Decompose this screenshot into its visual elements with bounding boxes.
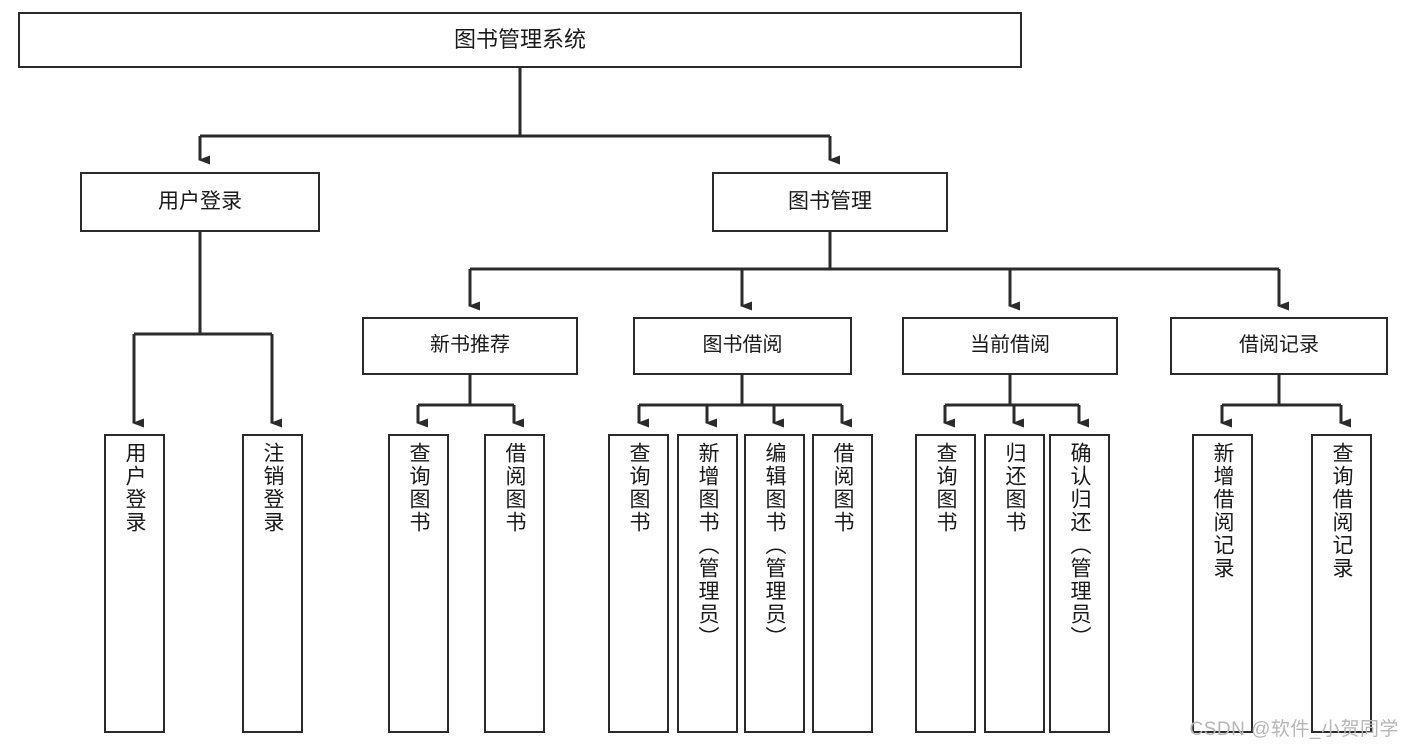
node-borrow-record[interactable]: 借阅记录 [1170, 317, 1388, 375]
leaf-borrow-book-recommend[interactable]: 借阅图书 [484, 434, 545, 733]
node-root-system[interactable]: 图书管理系统 [18, 12, 1022, 68]
node-book-borrow[interactable]: 图书借阅 [633, 317, 852, 375]
leaf-query-borrow-record[interactable]: 查询借阅记录 [1311, 434, 1372, 733]
leaf-user-logout[interactable]: 注销登录 [242, 434, 303, 733]
node-label: 查询图书 [627, 442, 650, 534]
node-label: 新增借阅记录 [1211, 442, 1234, 580]
node-label: 用户登录 [123, 442, 146, 534]
node-label: 新书推荐 [430, 334, 510, 357]
leaf-borrow-book[interactable]: 借阅图书 [812, 434, 873, 733]
node-label: 确认归还（管理员） [1068, 442, 1091, 649]
node-label: 编辑图书（管理员） [763, 442, 786, 649]
node-label: 归还图书 [1003, 442, 1026, 534]
node-user-login[interactable]: 用户登录 [80, 172, 320, 232]
node-label: 借阅记录 [1239, 334, 1319, 357]
node-label: 图书管理系统 [453, 27, 586, 53]
node-label: 注销登录 [261, 442, 284, 534]
leaf-return-book[interactable]: 归还图书 [984, 434, 1045, 733]
node-label: 当前借阅 [970, 334, 1050, 357]
leaf-query-book-borrow[interactable]: 查询图书 [608, 434, 669, 733]
node-label: 查询图书 [934, 442, 957, 534]
leaf-add-borrow-record[interactable]: 新增借阅记录 [1192, 434, 1253, 733]
leaf-add-book-admin[interactable]: 新增图书（管理员） [677, 434, 738, 733]
leaf-confirm-return-admin[interactable]: 确认归还（管理员） [1049, 434, 1110, 733]
node-label: 借阅图书 [831, 442, 854, 534]
node-new-book-recommend[interactable]: 新书推荐 [362, 317, 578, 375]
leaf-query-book-current[interactable]: 查询图书 [915, 434, 976, 733]
node-label: 借阅图书 [503, 442, 526, 534]
node-current-borrow[interactable]: 当前借阅 [902, 317, 1118, 375]
node-label: 用户登录 [158, 189, 242, 213]
node-label: 图书管理 [788, 189, 872, 213]
leaf-user-login[interactable]: 用户登录 [104, 434, 165, 733]
node-label: 查询借阅记录 [1330, 442, 1353, 580]
node-label: 新增图书（管理员） [696, 442, 719, 649]
leaf-edit-book-admin[interactable]: 编辑图书（管理员） [744, 434, 805, 733]
node-label: 查询图书 [407, 442, 430, 534]
node-book-management[interactable]: 图书管理 [712, 172, 948, 232]
leaf-query-book-recommend[interactable]: 查询图书 [388, 434, 449, 733]
node-label: 图书借阅 [702, 334, 783, 357]
